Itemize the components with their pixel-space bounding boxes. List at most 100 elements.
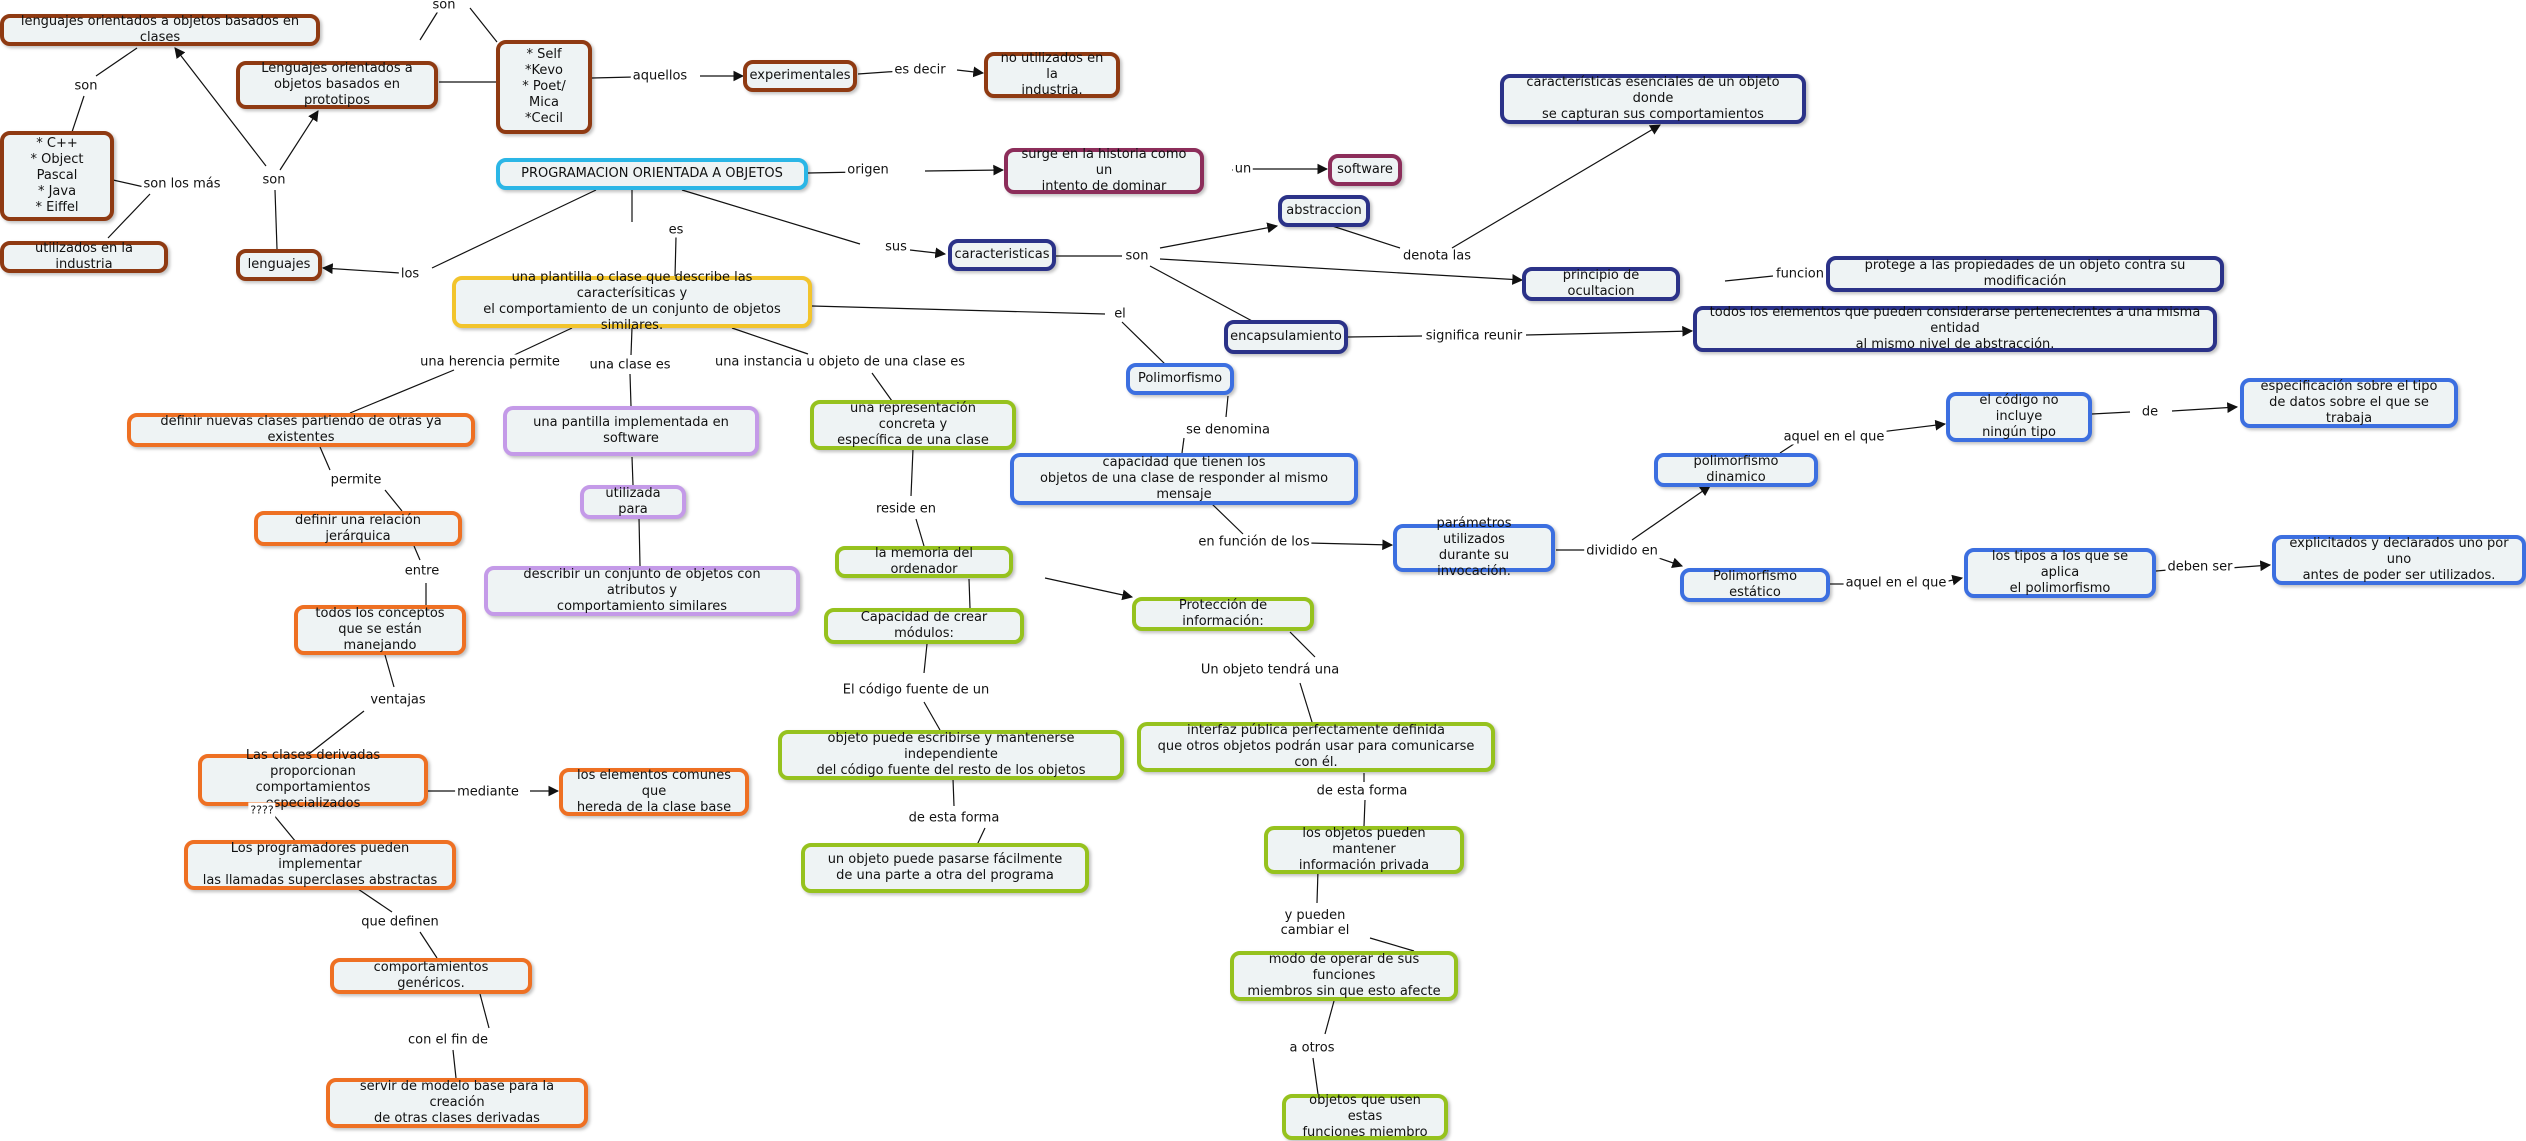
link-label: permite: [328, 472, 384, 488]
edge: [319, 446, 331, 471]
link-label: ventajas: [368, 692, 428, 708]
node-elementos-comunes[interactable]: los elementos comunes que hereda de la c…: [559, 768, 749, 816]
edge: [1121, 321, 1167, 366]
node-lenguajes-prototipos[interactable]: Lenguajes orientados a objetos basados e…: [236, 61, 438, 109]
link-label: denota las: [1401, 248, 1473, 264]
link-label: de esta forma: [906, 810, 1002, 826]
edge: [95, 47, 138, 77]
edge: [349, 369, 455, 414]
node-clases-derivadas[interactable]: Las clases derivadas proporcionan compor…: [198, 748, 428, 811]
edge: [1347, 335, 1423, 338]
link-label: sus: [883, 239, 909, 255]
node-utilizados-industria[interactable]: utilizados en la industria: [0, 241, 168, 273]
edge: [479, 993, 490, 1029]
node-capacidad-responder[interactable]: capacidad que tienen los objetos de una …: [1010, 453, 1358, 505]
edge: [274, 189, 278, 250]
node-abstraccion[interactable]: abstraccion: [1278, 195, 1370, 227]
node-todos-elementos[interactable]: todos los elementos que pueden considera…: [1693, 305, 2217, 352]
edge: [681, 189, 861, 245]
node-cpp-list[interactable]: * C++ * Object Pascal * Java * Eiffel: [0, 131, 114, 221]
node-polimorfismo-dinamico[interactable]: polimorfismo dinamico: [1654, 453, 1818, 487]
edge: [174, 47, 267, 167]
node-no-utilizados[interactable]: no utilizados en la industria.: [984, 51, 1120, 98]
edge: [1044, 577, 1134, 601]
edge: [469, 7, 498, 43]
node-modelo-base[interactable]: servir de modelo base para la creación d…: [326, 1078, 588, 1128]
edge: [1724, 275, 1774, 282]
link-label: origen: [845, 162, 891, 178]
edge: [952, 778, 955, 807]
link-label: entre: [402, 563, 442, 579]
node-todos-conceptos[interactable]: todos los conceptos que se están manejan…: [294, 605, 466, 655]
node-relacion-jerarquica[interactable]: definir una relación jerárquica: [254, 511, 462, 546]
node-interfaz[interactable]: interfaz pública perfectamente definida …: [1137, 722, 1495, 772]
node-memoria[interactable]: la memoria del ordenador: [835, 546, 1013, 578]
link-label: reside en: [873, 501, 939, 517]
node-comportamientos-genericos[interactable]: comportamientos genéricos.: [330, 958, 532, 994]
edge: [279, 110, 319, 171]
edge: [1211, 503, 1244, 535]
node-caracteristicas[interactable]: caracteristicas: [948, 239, 1056, 271]
edge: [1181, 437, 1185, 454]
node-utilizada-para[interactable]: utilizada para: [580, 485, 686, 519]
node-pantilla-implementada[interactable]: una pantilla implementada en software: [503, 406, 759, 456]
node-especificacion[interactable]: especificación sobre el tipo de datos so…: [2240, 378, 2458, 428]
node-objeto-escribirse[interactable]: objeto puede escribirse y mantenerse ind…: [778, 730, 1124, 780]
edge: [2091, 411, 2131, 415]
node-parametros[interactable]: parámetros utilizados durante su invocac…: [1393, 516, 1555, 579]
edge: [910, 448, 914, 497]
node-polimorfismo[interactable]: Polimorfismo: [1126, 363, 1234, 395]
edge: [1369, 937, 1415, 952]
edge: [638, 517, 641, 567]
link-label: Un objeto tendrá una: [1198, 662, 1342, 678]
edge: [1525, 325, 1694, 337]
node-info-privada[interactable]: los objetos pueden mantener información …: [1264, 826, 1464, 874]
edge: [871, 372, 893, 402]
edge: [321, 263, 401, 275]
edge: [419, 7, 441, 41]
node-lenguajes-clases[interactable]: lenguajes orientados a objetos basados e…: [0, 14, 320, 46]
node-protege[interactable]: protege a las propiedades de un objeto c…: [1826, 256, 2224, 292]
edge: [591, 76, 635, 79]
edge: [431, 189, 597, 269]
link-label: un: [1232, 161, 1254, 177]
node-objetos-usen[interactable]: objetos que usen estas funciones miembro: [1282, 1093, 1448, 1140]
edge: [630, 327, 633, 356]
node-modo-operar[interactable]: modo de operar de sus funciones miembros…: [1230, 951, 1458, 1001]
node-self-kevo[interactable]: * Self *Kevo * Poet/ Mica *Cecil: [496, 40, 592, 134]
node-programadores[interactable]: Los programadores pueden implementar las…: [184, 840, 456, 890]
edge: [509, 327, 573, 358]
node-esenciales[interactable]: características esenciales de un objeto …: [1500, 74, 1806, 124]
node-definir-nuevas[interactable]: definir nuevas clases partiendo de otras…: [127, 413, 475, 447]
node-explicitados[interactable]: explicitados y declarados uno por uno an…: [2272, 535, 2526, 585]
edge: [909, 247, 947, 259]
node-capacidad-modulos[interactable]: Capacidad de crear módulos:: [824, 608, 1024, 644]
link-label: dividido en: [1584, 543, 1660, 559]
node-experimentales[interactable]: experimentales: [743, 60, 857, 92]
edge: [923, 643, 928, 674]
node-codigo-no-incluye[interactable]: el código no incluye ningún tipo: [1946, 392, 2092, 442]
node-polimorfismo-estatico[interactable]: Polimorfismo estático: [1680, 568, 1830, 602]
edge: [1451, 124, 1661, 249]
edge: [1312, 1057, 1319, 1095]
node-encapsulamiento[interactable]: encapsulamiento: [1224, 320, 1348, 354]
edge: [811, 305, 1106, 315]
node-principio-ocultacion[interactable]: principio de ocultacion: [1522, 267, 1680, 301]
node-plantilla[interactable]: una plantilla o clase que describe las c…: [452, 270, 812, 333]
node-lenguajes[interactable]: lenguajes: [236, 249, 322, 281]
link-label: ????: [248, 802, 276, 818]
node-objeto-pasarse[interactable]: un objeto puede pasarse fácilmente de un…: [801, 843, 1089, 893]
node-describir-conjunto[interactable]: describir un conjunto de objetos con atr…: [484, 566, 800, 616]
node-proteccion[interactable]: Protección de información:: [1132, 597, 1314, 631]
node-software[interactable]: software: [1328, 154, 1402, 186]
node-tipos-aplica[interactable]: los tipos a los que se aplica el polimor…: [1964, 548, 2156, 598]
link-label: en función de los: [1196, 534, 1312, 550]
node-poo[interactable]: PROGRAMACION ORIENTADA A OBJETOS: [496, 158, 808, 190]
node-representacion[interactable]: una representación concreta y específica…: [810, 400, 1016, 450]
link-label: de: [2139, 404, 2161, 420]
edge: [1289, 631, 1316, 658]
edge: [1149, 265, 1255, 323]
edge: [419, 931, 438, 959]
node-surge[interactable]: surge en la historia como un intento de …: [1004, 147, 1204, 194]
